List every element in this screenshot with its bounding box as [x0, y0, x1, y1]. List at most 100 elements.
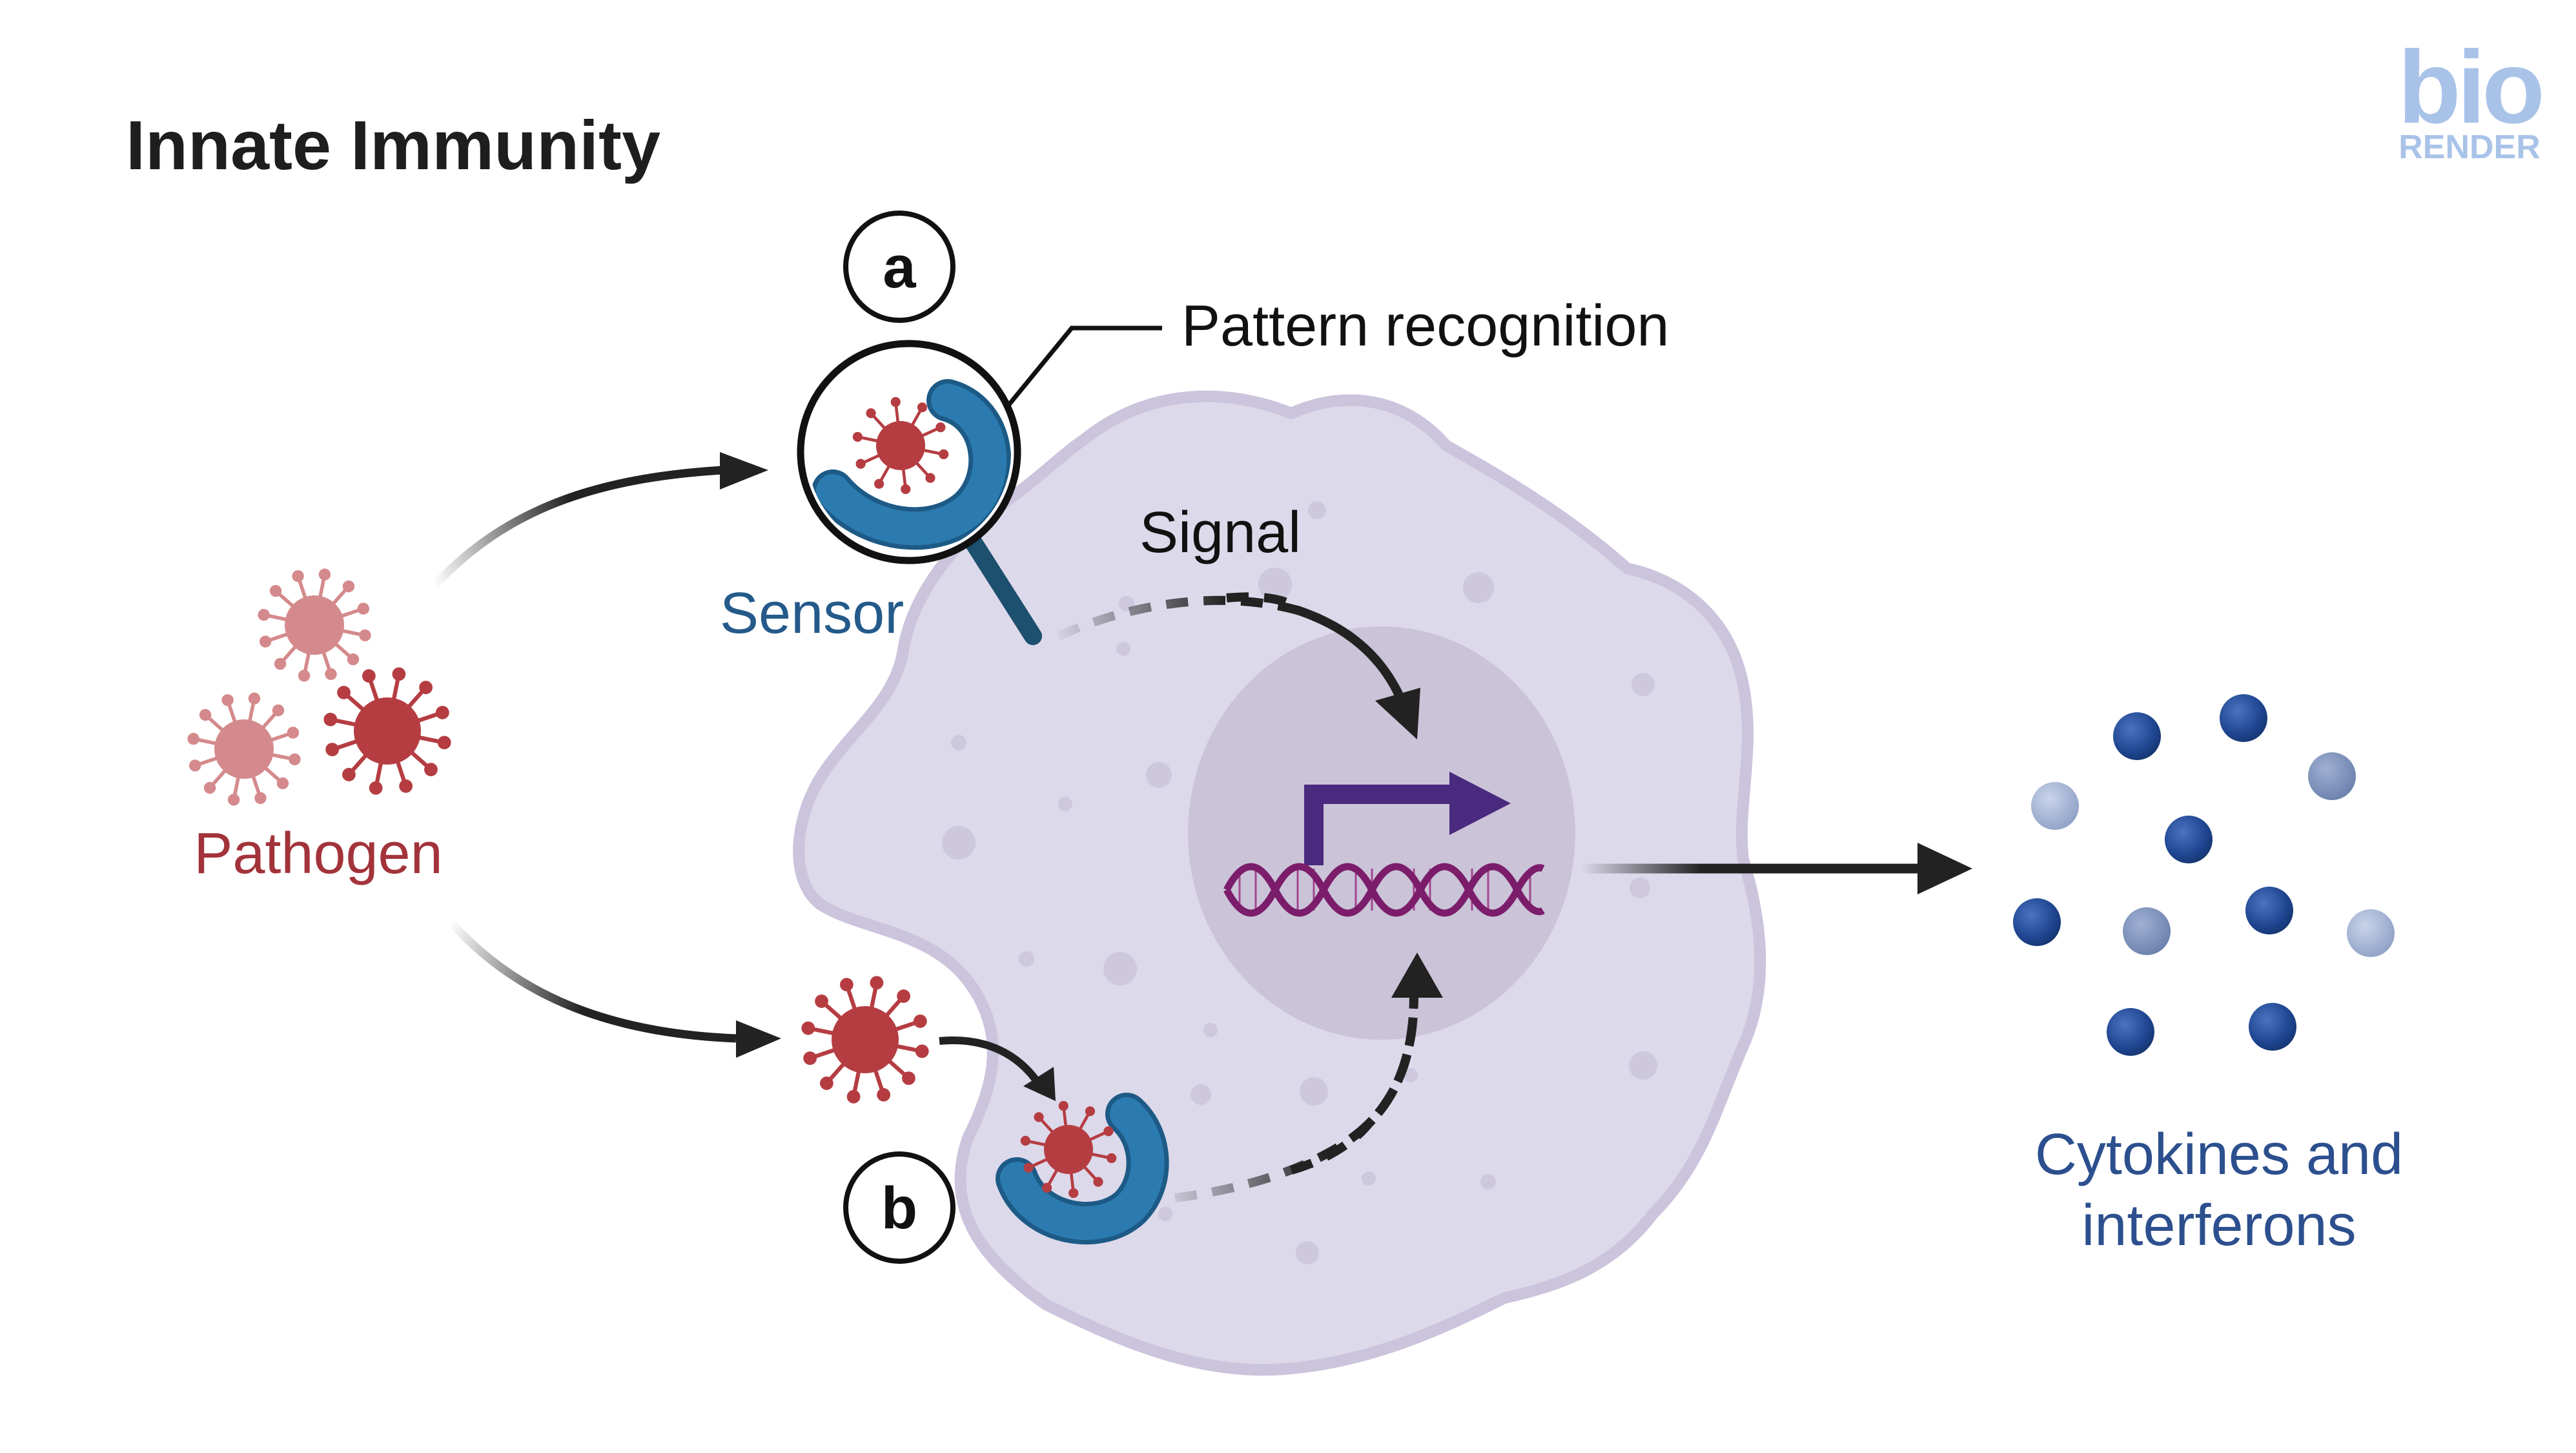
logo-text-bio: bio: [2398, 29, 2541, 145]
virus-spike-tip: [274, 657, 287, 670]
virus-spike-tip: [435, 705, 449, 719]
cytokine-particle: [2123, 907, 2171, 955]
virus-spike-tip: [935, 422, 946, 433]
virus-spike-tip: [325, 743, 340, 757]
virus-body: [1044, 1125, 1093, 1174]
virus-spike-tip: [203, 781, 216, 794]
cytokines-label-line1: Cytokines and: [2035, 1122, 2403, 1187]
virus-spike-tip: [866, 408, 876, 418]
virus-spike-tip: [846, 1089, 861, 1104]
cytokine-particle: [2347, 909, 2395, 957]
virus-spike-tip: [323, 712, 338, 726]
virus-spike-tip: [852, 431, 863, 442]
sensor-label: Sensor: [720, 581, 904, 646]
arrow-virus-to-receptor-head: [1023, 1067, 1056, 1101]
virus-spike-tip: [289, 753, 301, 766]
virus-spike-tip: [874, 479, 884, 489]
virus-spike-tip: [925, 473, 935, 483]
virus-spike-tip: [902, 1071, 915, 1085]
pathogen-virus-light-top: [258, 568, 371, 682]
virus-spike-tip: [298, 670, 311, 682]
virus-spike-tip: [1103, 1126, 1114, 1137]
magnifier-handle: [956, 520, 1042, 645]
virus-spike-tip: [399, 779, 413, 793]
virus-spike-tip: [913, 1014, 927, 1028]
virus-spike-tip: [258, 608, 270, 621]
cytokine-particle: [2245, 887, 2293, 934]
virus-spike-tip: [272, 704, 285, 717]
virus-spike-tip: [419, 681, 433, 694]
cytokine-particle: [2249, 1003, 2296, 1051]
pattern-recognition-leader: [1005, 325, 1162, 409]
cytokine-particle: [2013, 898, 2061, 946]
arrow-pathogen-to-sensor-head: [720, 452, 768, 489]
cytokine-particle: [2031, 782, 2079, 830]
signal-arrow-a: [1057, 595, 1409, 709]
virus-spike-tip: [362, 669, 376, 683]
virus-spike-tip: [254, 792, 267, 805]
virus-spike-tip: [342, 768, 356, 781]
marker-b-label: b: [881, 1175, 917, 1241]
virus-spike-tip: [347, 653, 360, 666]
virus-spike-tip: [870, 976, 884, 990]
arrow-pathogen-to-virus-head: [736, 1020, 781, 1058]
virus-spike-tip: [292, 570, 304, 582]
cytokine-particle: [2308, 752, 2356, 800]
virus-spike-tip: [803, 1051, 817, 1066]
pathogen-virus-dark: [323, 667, 451, 795]
signal-label: Signal: [1140, 500, 1301, 565]
arrow-virus-to-receptor: [939, 1036, 1043, 1087]
virus-spike-tip: [917, 402, 928, 413]
marker-a: a: [843, 211, 956, 323]
virus-spike-tip: [901, 484, 911, 495]
virus-spike-tip: [369, 781, 383, 795]
virus-body: [832, 1006, 899, 1073]
arrow-to-cytokines-head: [1917, 843, 1972, 894]
cytoplasm-granules: [942, 501, 1657, 1264]
pattern-recognition-label: Pattern recognition: [1181, 294, 1669, 358]
virus-spike-tip: [269, 584, 282, 597]
virus-spike-tip: [1020, 1135, 1030, 1146]
virus-spike-tip: [1093, 1177, 1103, 1187]
virus-spike-tip: [359, 629, 371, 642]
signal-arrow-a-head: [1375, 688, 1420, 739]
arrow-pathogen-to-sensor: [429, 466, 724, 591]
virus-spike-tip: [276, 777, 289, 790]
sensor-receptor-b: [996, 1093, 1169, 1244]
logo-text-render: RENDER: [2398, 129, 2540, 166]
virus-spike-tip: [1023, 1162, 1034, 1173]
virus-spike-tip: [199, 708, 212, 721]
pathogen-virus-light-left: [187, 692, 301, 806]
virus-body: [285, 595, 344, 655]
arrow-pathogen-to-virus: [449, 920, 737, 1043]
virus-spike-tip: [801, 1021, 815, 1035]
dna-helix: [1223, 863, 1545, 917]
page-title: Innate Immunity: [126, 106, 660, 184]
virus-spike-tip: [325, 668, 337, 681]
virus-body: [354, 697, 421, 765]
cytokine-particle: [2165, 816, 2213, 863]
virus-spike-tip: [337, 686, 351, 699]
virus-spike-tip: [890, 397, 901, 407]
virus-spike-tip: [287, 726, 300, 739]
virus-spike-tip: [1107, 1153, 1117, 1164]
virus-spike-tip: [221, 694, 234, 706]
virus-spike-tip: [1068, 1188, 1079, 1199]
cytokine-particle: [2220, 694, 2267, 742]
cytokines-label-line2: interferons: [2081, 1193, 2356, 1258]
transcription-arrow-head: [1449, 772, 1511, 835]
cytokine-particle: [2113, 712, 2161, 760]
virus-spike-tip: [342, 580, 355, 593]
pathogen-label: Pathogen: [194, 821, 442, 886]
transcription-arrow: [1304, 785, 1453, 865]
virus-spike-tip: [897, 989, 910, 1003]
signal-arrow-b-head: [1391, 953, 1443, 998]
virus-body: [876, 421, 925, 470]
cytokines: [2013, 694, 2395, 1056]
virus-spike-tip: [248, 692, 261, 705]
virus-spike-tip: [1058, 1100, 1068, 1111]
virus-spike-tip: [1034, 1112, 1044, 1122]
virus-spike-tip: [815, 994, 828, 1008]
virus-spike-tip: [939, 449, 949, 460]
